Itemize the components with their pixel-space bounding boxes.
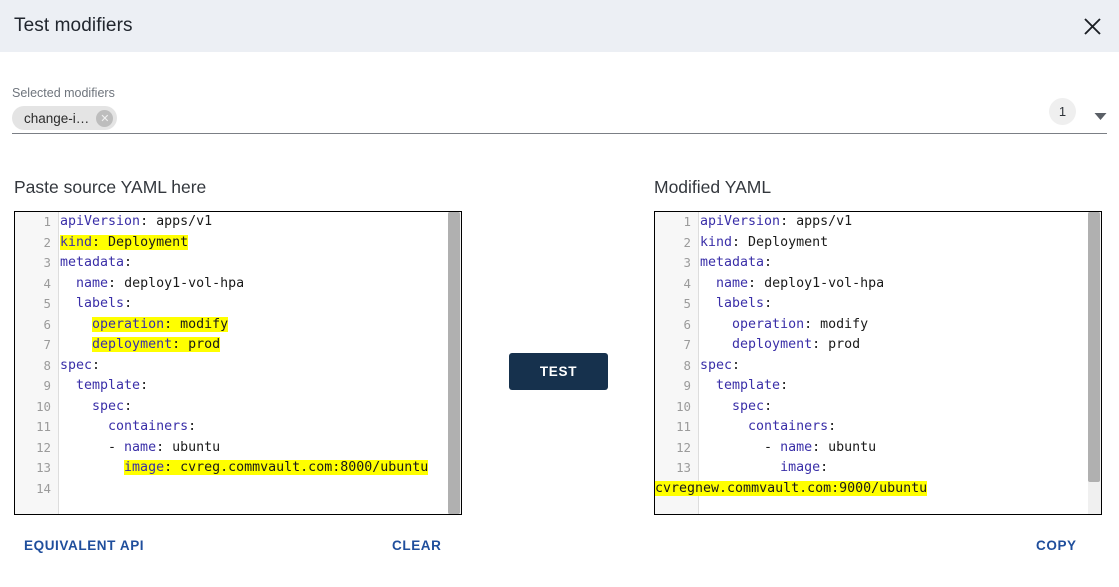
code-line: spec: xyxy=(700,357,741,373)
line-number: 2 xyxy=(683,234,691,250)
code-line: kind: Deployment xyxy=(700,234,829,250)
code-line: - name: ubuntu xyxy=(700,439,877,455)
line-number: 1 xyxy=(683,214,691,229)
dropdown-toggle[interactable] xyxy=(1089,106,1111,128)
chip-remove-icon[interactable]: ✕ xyxy=(96,109,114,127)
chevron-down-icon xyxy=(1094,108,1107,126)
modified-scrollbar-thumb[interactable] xyxy=(1088,212,1100,482)
code-line: containers: xyxy=(108,419,197,434)
equivalent-api-button[interactable]: EQUIVALENT API xyxy=(24,538,145,553)
selected-modifiers-label: Selected modifiers xyxy=(12,86,115,100)
line-number: 6 xyxy=(43,316,51,332)
code-line: deployment: prod xyxy=(92,337,221,352)
line-number: 10 xyxy=(36,398,51,414)
line-number: 1 xyxy=(43,214,51,229)
code-line: image: xyxy=(780,460,829,475)
line-number: 3 xyxy=(683,255,691,270)
line-number: 5 xyxy=(43,296,51,311)
line-number: 9 xyxy=(683,378,691,393)
line-number: 7 xyxy=(683,337,691,352)
line-number: 8 xyxy=(43,357,51,373)
source-scrollbar-thumb[interactable] xyxy=(448,212,460,514)
line-number: 3 xyxy=(43,255,51,270)
code-line: metadata: xyxy=(60,255,133,270)
selected-modifiers-section: Selected modifiers change-i… ✕ 1 xyxy=(0,52,1119,142)
code-line: - name: ubuntu xyxy=(60,439,221,455)
line-number: 4 xyxy=(43,275,51,291)
page-title: Test modifiers xyxy=(14,15,133,36)
line-number: 8 xyxy=(683,357,691,373)
code-line: operation: modify xyxy=(732,316,869,332)
line-number: 12 xyxy=(676,439,691,455)
code-line-wrapped: cvregnew.commvault.com:9000/ubuntu xyxy=(655,480,928,496)
code-line: operation: modify xyxy=(92,316,229,332)
code-line: name: deploy1-vol-hpa xyxy=(76,275,245,291)
line-number: 11 xyxy=(36,419,51,434)
line-number: 14 xyxy=(36,480,51,496)
modifier-count-badge[interactable]: 1 xyxy=(1049,98,1076,125)
modifier-chip[interactable]: change-i… ✕ xyxy=(12,106,118,130)
code-line: spec: xyxy=(732,398,773,414)
modified-yaml-code[interactable]: apiVersion: apps/v1 kind: Deployment metad… xyxy=(655,212,1087,499)
close-button[interactable] xyxy=(1075,9,1109,43)
code-line: deployment: prod xyxy=(732,337,861,352)
code-line: apiVersion: apps/v1 xyxy=(60,214,213,229)
line-number: 13 xyxy=(36,460,51,475)
line-number: 12 xyxy=(36,439,51,455)
modifiers-input-field[interactable]: change-i… ✕ xyxy=(12,106,1107,134)
copy-button[interactable]: COPY xyxy=(1036,538,1077,553)
clear-button[interactable]: CLEAR xyxy=(392,538,442,553)
line-number: 6 xyxy=(683,316,691,332)
code-line: spec: xyxy=(60,357,101,373)
line-number: 4 xyxy=(683,275,691,291)
source-editor-scrollbar[interactable] xyxy=(448,212,461,514)
modified-editor-scrollbar[interactable] xyxy=(1088,212,1101,514)
modifier-chip-label: change-i… xyxy=(24,110,90,126)
line-number: 9 xyxy=(43,378,51,393)
code-line: apiVersion: apps/v1 xyxy=(700,214,853,229)
source-yaml-heading: Paste source YAML here xyxy=(14,177,207,197)
line-number: 10 xyxy=(676,398,691,414)
code-line: containers: xyxy=(748,419,837,434)
code-line xyxy=(60,479,447,500)
code-line: kind: Deployment xyxy=(60,234,189,250)
line-number: 7 xyxy=(43,337,51,352)
code-line: metadata: xyxy=(700,255,773,270)
test-button[interactable]: TEST xyxy=(509,353,608,390)
close-icon xyxy=(1083,17,1102,36)
code-line: template: xyxy=(76,378,149,393)
dialog-header: Test modifiers xyxy=(0,0,1119,52)
code-line: spec: xyxy=(92,398,133,414)
code-line: name: deploy1-vol-hpa xyxy=(716,275,885,291)
code-line: labels: xyxy=(76,296,133,311)
line-number: 13 xyxy=(676,460,691,475)
code-line: template: xyxy=(716,378,789,393)
line-number: 11 xyxy=(676,419,691,434)
line-number: 5 xyxy=(683,296,691,311)
code-line: image: cvreg.commvault.com:8000/ubuntu xyxy=(124,460,429,475)
modified-yaml-heading: Modified YAML xyxy=(654,177,772,197)
code-line: labels: xyxy=(716,296,773,311)
line-number: 2 xyxy=(43,234,51,250)
source-yaml-code[interactable]: apiVersion: apps/v1 kind: Deployment metad… xyxy=(60,212,447,499)
